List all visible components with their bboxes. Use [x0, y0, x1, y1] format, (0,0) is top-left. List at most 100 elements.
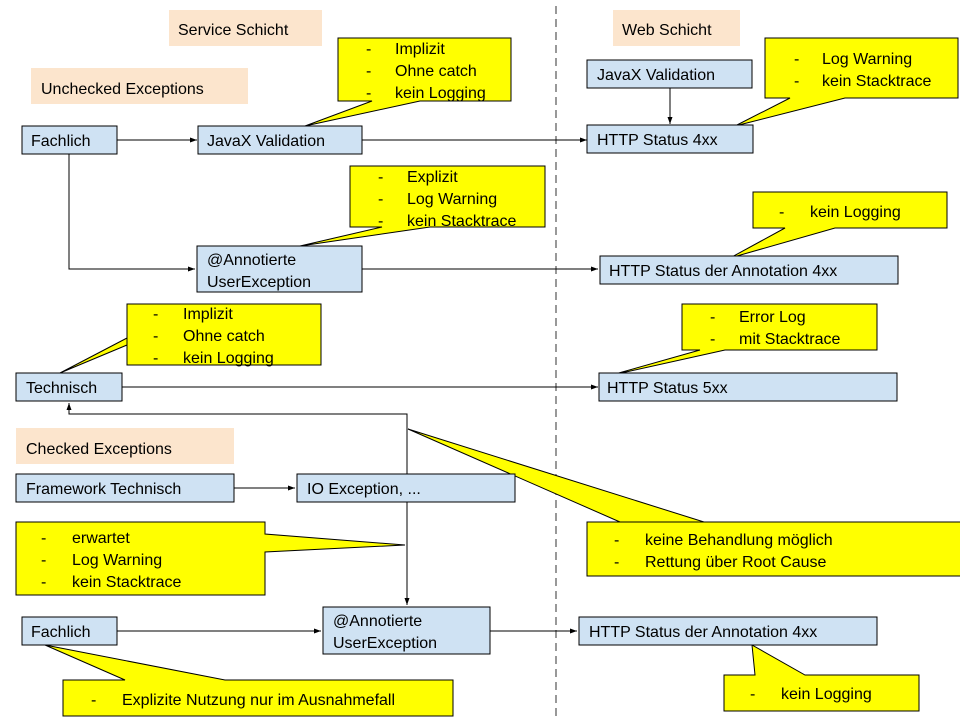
node-label: Fachlich: [31, 624, 91, 641]
node-http-status-annotation-top[interactable]: HTTP Status der Annotation 4xx: [599, 255, 899, 285]
node-annotated-userexception-top[interactable]: @Annotierte UserException: [196, 245, 363, 293]
note-text: Log Warning: [822, 51, 912, 68]
node-label: @Annotierte: [207, 252, 296, 269]
node-label: Framework Technisch: [26, 481, 181, 498]
callout-shape: [299, 165, 546, 247]
edges: [66, 88, 673, 634]
bullet-dash: -: [366, 63, 371, 80]
callout-shape: [723, 644, 920, 712]
node-box: [599, 255, 899, 285]
callout-shape: [44, 644, 454, 717]
note-text: kein Stacktrace: [72, 574, 181, 591]
note-text: Log Warning: [407, 191, 497, 208]
web-layer-label: Web Schicht: [613, 10, 740, 46]
note-fachlich-bottom: - Explizite Nutzung nur im Ausnahmefall: [44, 644, 454, 717]
node-box: [322, 606, 491, 655]
note-text: Error Log: [739, 309, 806, 326]
section-label-text: Service Schicht: [178, 22, 289, 39]
callout-shape: [304, 37, 512, 127]
note-technisch: -Implizit -Ohne catch -kein Logging: [59, 303, 322, 374]
checked-exceptions-label: Checked Exceptions: [16, 428, 234, 464]
node-framework-technisch[interactable]: Framework Technisch: [15, 473, 235, 503]
note-text: kein Logging: [183, 350, 274, 367]
callout-shape: [607, 303, 878, 377]
note-annotated-top: - Explizit - Log Warning - kein Stacktrace: [299, 165, 546, 247]
note-text: Implizit: [395, 41, 445, 58]
note-text: Explizite Nutzung nur im Ausnahmefall: [122, 692, 395, 709]
node-technisch[interactable]: Technisch: [15, 372, 123, 402]
node-box: [586, 59, 753, 89]
bullet-dash: -: [710, 309, 715, 326]
callout-shape: [729, 191, 948, 259]
node-fachlich-checked[interactable]: Fachlich: [21, 616, 118, 646]
node-box: [197, 125, 363, 155]
bullet-dash: -: [750, 686, 755, 703]
note-text: Implizit: [183, 306, 233, 323]
bullet-dash: -: [378, 213, 383, 230]
section-label-bg: [613, 10, 740, 46]
node-box: [196, 245, 363, 293]
section-label-text: Unchecked Exceptions: [41, 81, 204, 98]
section-label-bg: [16, 428, 234, 464]
node-label: @Annotierte: [333, 613, 422, 630]
note-javax-service: - Implizit - Ohne catch - kein Logging: [304, 37, 512, 127]
node-label: Fachlich: [31, 133, 91, 150]
bullet-dash: -: [779, 204, 784, 221]
note-text: erwartet: [72, 530, 130, 547]
node-box: [21, 125, 118, 155]
section-label-text: Checked Exceptions: [26, 441, 172, 458]
callout-shape: [59, 303, 322, 374]
section-label-bg: [31, 68, 248, 104]
node-javax-validation-service[interactable]: JavaX Validation: [197, 125, 363, 155]
note-text: kein Stacktrace: [407, 213, 516, 230]
node-label: HTTP Status 5xx: [607, 380, 728, 397]
bullet-dash: -: [614, 554, 619, 571]
node-box: [15, 372, 123, 402]
bullet-dash: -: [794, 73, 799, 90]
bullet-dash: -: [153, 328, 158, 345]
bullet-dash: -: [91, 692, 96, 709]
node-label: HTTP Status der Annotation 4xx: [589, 624, 817, 641]
section-label-bg: [169, 10, 322, 46]
node-box: [598, 372, 898, 402]
bullet-dash: -: [366, 85, 371, 102]
node-fachlich-unchecked[interactable]: Fachlich: [21, 125, 118, 155]
node-javax-validation-web[interactable]: JavaX Validation: [586, 59, 753, 89]
node-annotated-userexception-bottom[interactable]: @Annotierte UserException: [322, 606, 491, 655]
node-http-status-4xx[interactable]: HTTP Status 4xx: [586, 124, 754, 154]
node-label: JavaX Validation: [597, 67, 715, 84]
unchecked-exceptions-label: Unchecked Exceptions: [31, 68, 248, 104]
node-box: [15, 473, 235, 503]
bullet-dash: -: [378, 169, 383, 186]
note-io-exception: -erwartet -Log Warning -kein Stacktrace: [15, 521, 406, 596]
note-text: Explizit: [407, 169, 458, 186]
section-label-text: Web Schicht: [622, 22, 712, 39]
node-label: JavaX Validation: [207, 133, 325, 150]
bullet-dash: -: [378, 191, 383, 208]
note-text: Ohne catch: [395, 63, 477, 80]
node-http-status-annotation-bottom[interactable]: HTTP Status der Annotation 4xx: [578, 616, 878, 646]
node-label: HTTP Status der Annotation 4xx: [609, 263, 837, 280]
note-http-4xx: -Log Warning -kein Stacktrace: [734, 37, 959, 127]
edge-fachlich-to-annotated: [68, 154, 195, 272]
node-io-exception[interactable]: IO Exception, ...: [296, 473, 516, 503]
bullet-dash: -: [366, 41, 371, 58]
note-text: kein Logging: [395, 85, 486, 102]
callout-shape: [15, 521, 406, 596]
callout-shape: [734, 37, 959, 127]
service-layer-label: Service Schicht: [169, 10, 322, 46]
node-label: HTTP Status 4xx: [597, 132, 718, 149]
bullet-dash: -: [41, 530, 46, 547]
node-box: [578, 616, 878, 646]
node-http-status-5xx[interactable]: HTTP Status 5xx: [598, 372, 898, 402]
node-label: IO Exception, ...: [307, 481, 421, 498]
note-framework: -keine Behandlung möglich -Rettung über …: [407, 428, 960, 577]
node-box: [21, 616, 118, 646]
note-http-annotation-bottom: -kein Logging: [723, 644, 920, 712]
node-box: [586, 124, 754, 154]
bullet-dash: -: [153, 306, 158, 323]
bullet-dash: -: [153, 350, 158, 367]
note-text: kein Stacktrace: [822, 73, 931, 90]
node-label: Technisch: [26, 380, 97, 397]
